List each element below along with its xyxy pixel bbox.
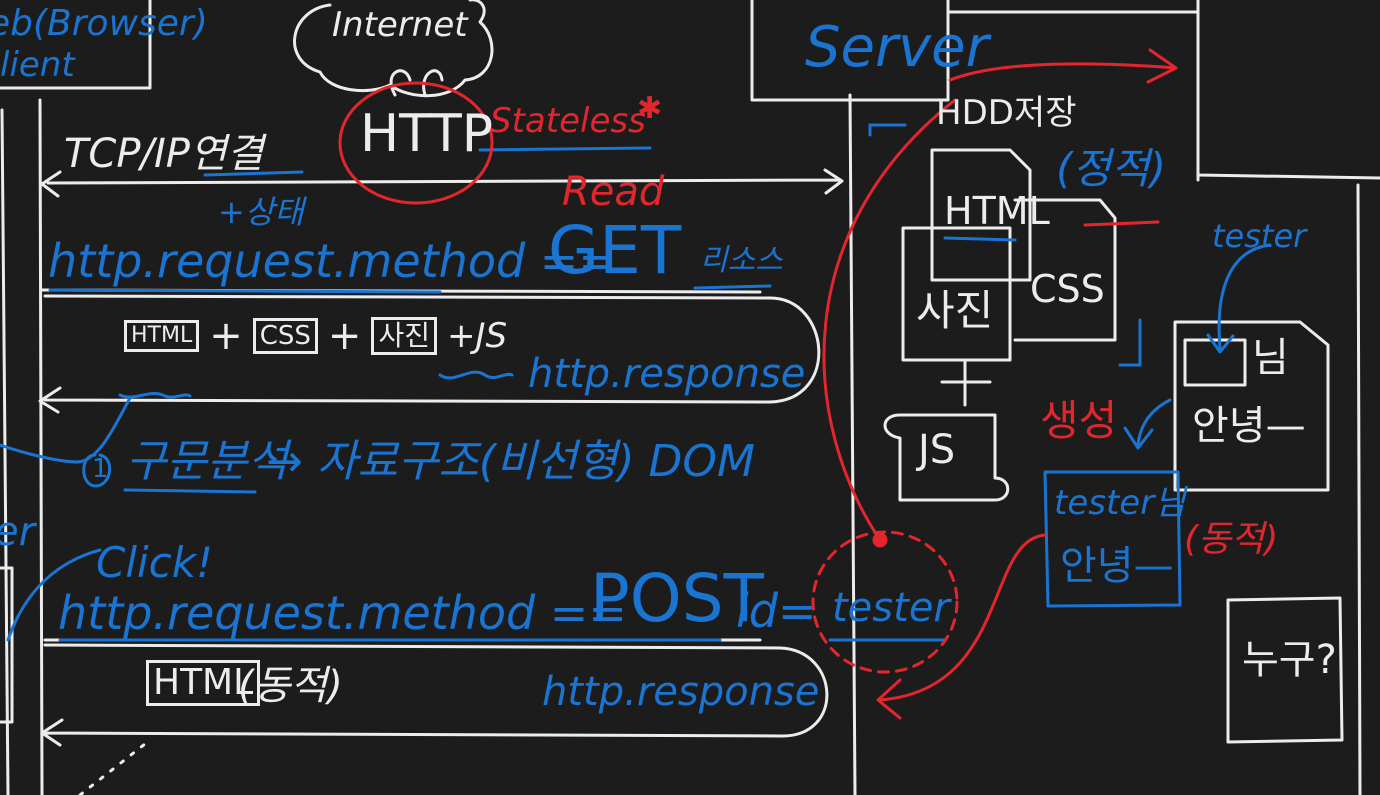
post-param: id= xyxy=(736,584,817,638)
blue-strokes xyxy=(0,123,1272,642)
get-method: GET xyxy=(548,212,682,289)
response1-part-photo: 사진 xyxy=(371,317,437,355)
parse-underline xyxy=(123,488,257,494)
stateless-underline xyxy=(478,146,652,152)
response1-parts: HTML + CSS + 사진 +JS xyxy=(124,316,507,356)
tcpip-arrow xyxy=(40,168,844,198)
parse-hook xyxy=(0,396,132,464)
post-method: POST xyxy=(590,560,764,637)
file-css xyxy=(1013,198,1117,342)
generated-line1: tester님 xyxy=(1054,483,1186,523)
server-file-js: JS xyxy=(918,427,956,473)
tcpip-underline xyxy=(203,170,304,177)
get-request-code: http.request.method == xyxy=(48,234,617,288)
parse-circle xyxy=(82,453,111,488)
template-user-label: tester xyxy=(1212,217,1307,255)
stateless-star-icon: ✱ xyxy=(637,91,663,126)
server-red-curve xyxy=(822,98,957,542)
right-column-line xyxy=(1356,183,1362,795)
who-box xyxy=(1226,596,1344,744)
server-label: Server xyxy=(805,15,989,80)
parse-rest: → 자료구조(비선형) DOM xyxy=(266,436,756,487)
dynamic-note: (동적) xyxy=(1184,519,1279,560)
static-note: (정적) xyxy=(1056,144,1167,193)
response1-part-css: CSS xyxy=(252,318,318,354)
return-red-arrow xyxy=(876,533,1047,720)
hdd-bracket-left xyxy=(868,123,907,137)
client-box xyxy=(0,0,152,90)
resource-underline xyxy=(693,284,772,290)
tester-circle xyxy=(811,530,959,674)
generated-label: 생성 xyxy=(1040,396,1118,445)
server-file-css: CSS xyxy=(1030,267,1105,311)
http-label: HTTP xyxy=(360,104,494,164)
hdd-label: HDD저장 xyxy=(936,93,1077,133)
response1-label: http.response xyxy=(528,351,806,397)
read-label: Read xyxy=(562,169,665,215)
js-squiggle xyxy=(438,370,514,380)
file-photo xyxy=(901,226,1012,362)
server-lifeline-1 xyxy=(848,93,857,795)
js-scroll xyxy=(883,413,1010,502)
get-underline xyxy=(48,288,442,294)
client-lifeline-2 xyxy=(0,108,10,795)
tcpip-label: TCP/IP연결 xyxy=(64,131,264,177)
template-doc xyxy=(1173,320,1330,492)
server-file-html: HTML xyxy=(944,189,1050,233)
template-arrow xyxy=(1206,243,1272,354)
note-underline xyxy=(1083,220,1160,227)
file-html xyxy=(930,148,1032,282)
generated-arrow xyxy=(1123,398,1172,450)
template-name-box xyxy=(1183,338,1247,387)
internet-label: Internet xyxy=(332,5,468,45)
template-greet: 안녕— xyxy=(1192,403,1306,449)
click-label: Click! xyxy=(96,538,213,587)
client-subtitle: lient xyxy=(0,45,75,85)
red-strokes xyxy=(338,48,1178,720)
click-arrow xyxy=(6,548,102,642)
internet-cloud xyxy=(293,0,494,98)
dotted-trail xyxy=(78,738,152,795)
left-edge-label: er xyxy=(0,509,36,555)
response1-part-plus: + xyxy=(327,313,362,359)
server-file-photo: 사진 xyxy=(916,286,994,335)
stateless-label: Stateless xyxy=(490,101,646,141)
response2-capsule xyxy=(40,643,829,747)
post-value: tester xyxy=(832,585,950,631)
red-dot xyxy=(872,532,888,548)
http-coil-right xyxy=(422,69,444,97)
post-request-code: http.request.method == xyxy=(58,586,627,640)
resource-label: 리소스 xyxy=(700,243,783,278)
left-edge-box xyxy=(0,566,14,724)
response2-html: HTML xyxy=(146,660,261,706)
hdd-bracket-right xyxy=(1118,318,1142,367)
client-title: eb(Browser) xyxy=(0,3,208,44)
js-plus xyxy=(940,358,992,407)
generated-box xyxy=(1043,470,1182,608)
generated-line2: 안녕— xyxy=(1060,543,1174,589)
html-squiggle xyxy=(118,391,192,399)
server-red-arrow xyxy=(948,48,1178,84)
parse-step-number: 1 xyxy=(92,454,109,484)
client-lifeline-1 xyxy=(38,98,44,795)
response1-part-html: HTML xyxy=(124,320,200,352)
response2-label: http.response xyxy=(542,669,820,715)
http-circle xyxy=(338,81,494,205)
who-label: 누구? xyxy=(1242,637,1337,683)
response2-note: (동적) xyxy=(238,663,343,709)
response1-capsule xyxy=(38,294,821,414)
http-coil-left xyxy=(389,69,412,97)
parse-text: 구문분석 xyxy=(126,436,288,487)
server-plus: + xyxy=(1000,352,1001,353)
template-suffix: 님 xyxy=(1252,335,1289,381)
response1-part-js: +JS xyxy=(446,316,508,356)
state-label: +상태 xyxy=(218,193,304,231)
response1-part-plus: + xyxy=(209,313,243,359)
html-file-underline xyxy=(943,236,1017,242)
